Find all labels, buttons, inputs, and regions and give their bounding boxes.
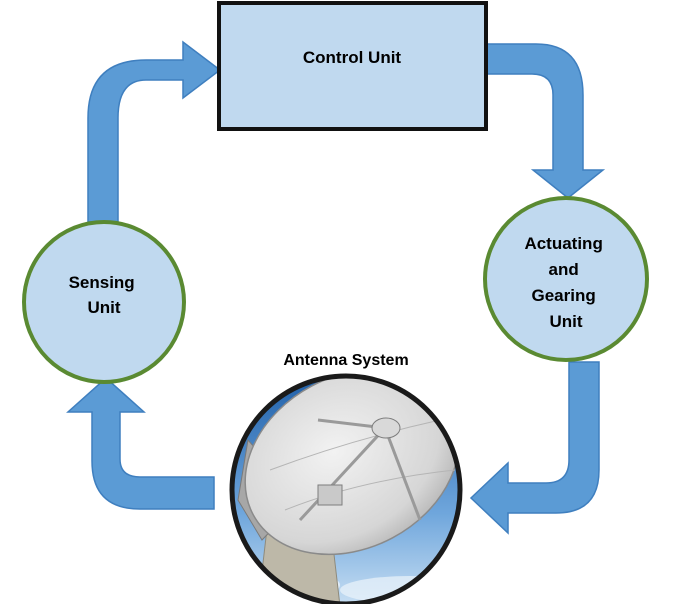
sensing-unit-label: Sensing Unit [69, 273, 140, 317]
arrow-actuating-to-antenna [469, 361, 600, 535]
actuating-label-line-2: and [549, 260, 579, 279]
sensing-label-line-1: Sensing [69, 273, 135, 292]
sensing-unit-circle [22, 220, 186, 384]
antenna-system-label: Antenna System [283, 352, 408, 369]
actuating-label-line-4: Unit [549, 312, 582, 331]
arrow-sensing-to-control [87, 40, 222, 223]
actuating-unit-label: Actuating and Gearing Unit [524, 234, 607, 331]
antenna-system-ring [229, 373, 463, 604]
control-unit-label: Control Unit [303, 48, 402, 67]
sensing-label-line-2: Unit [87, 298, 120, 317]
actuating-gearing-unit-circle [483, 196, 649, 362]
actuating-label-line-1: Actuating [524, 234, 602, 253]
control-unit-box [217, 1, 488, 131]
actuating-label-line-3: Gearing [532, 286, 596, 305]
arrow-control-to-actuating [483, 43, 606, 199]
arrow-antenna-to-sensing [66, 376, 215, 510]
